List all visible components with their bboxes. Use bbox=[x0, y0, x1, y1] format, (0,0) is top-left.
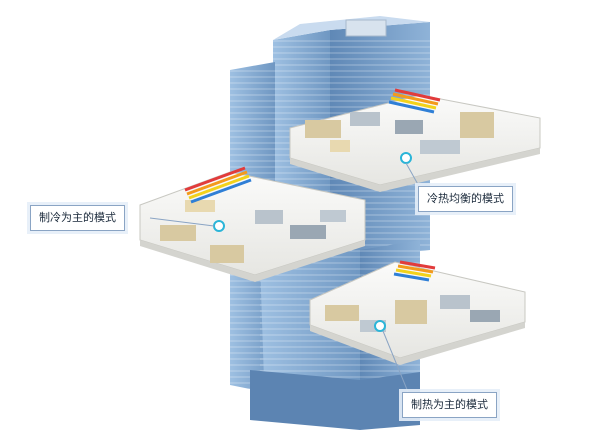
furniture bbox=[305, 112, 494, 154]
indicator-dot-cooling bbox=[213, 220, 225, 232]
indicator-dot-heating bbox=[374, 320, 386, 332]
callout-cooling-mode: 制冷为主的模式 bbox=[30, 205, 125, 231]
floor-heating bbox=[309, 260, 526, 393]
pipes bbox=[184, 166, 252, 204]
furniture bbox=[325, 295, 500, 332]
pipes bbox=[388, 88, 441, 114]
floor-cooling bbox=[139, 166, 366, 282]
pipes bbox=[393, 260, 436, 282]
tower-base bbox=[250, 370, 420, 430]
callout-balanced-mode: 冷热均衡的模式 bbox=[418, 186, 513, 212]
indicator-dot-balanced bbox=[400, 152, 412, 164]
callout-heating-mode: 制热为主的模式 bbox=[402, 392, 497, 418]
roof-equipment bbox=[345, 19, 387, 37]
floor-balanced bbox=[289, 88, 541, 192]
